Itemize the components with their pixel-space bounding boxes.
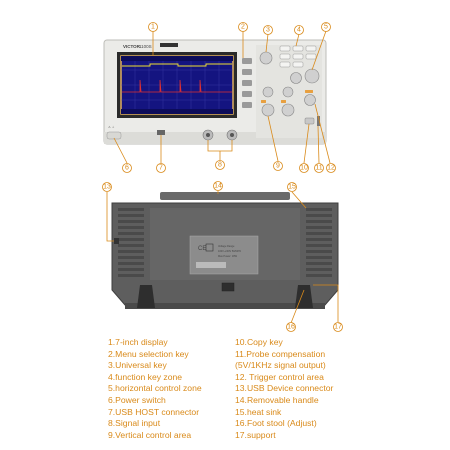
model-label: 1100S xyxy=(139,44,152,49)
power-socket xyxy=(221,282,235,292)
horizontal-scale-knob[interactable] xyxy=(304,68,320,84)
ch2-position-knob[interactable] xyxy=(282,86,294,98)
probe-compensation-terminal xyxy=(317,116,320,126)
callout-15: 15 xyxy=(288,184,296,191)
menu-key[interactable] xyxy=(242,80,252,86)
ch2-scale-knob[interactable] xyxy=(281,103,295,117)
usb-device-connector xyxy=(114,238,119,244)
foot-stool-left xyxy=(137,285,155,308)
function-key[interactable] xyxy=(279,61,291,68)
callout-1: 1 xyxy=(151,24,155,31)
function-key[interactable] xyxy=(279,53,291,60)
legend-item: 4.function key zone xyxy=(108,371,183,382)
back-callouts: 13 14 15 16 17 xyxy=(102,181,343,332)
function-key[interactable] xyxy=(292,45,304,52)
legend-item: (5V/1KHz signal output) xyxy=(235,360,326,371)
back-max-power: Max Power: 18W xyxy=(218,255,238,258)
menu-key[interactable] xyxy=(242,58,252,64)
callout-2: 2 xyxy=(241,24,245,31)
legend-item: 13.USB Device connector xyxy=(235,383,334,394)
waveform-ch1 xyxy=(122,63,232,67)
foot-stool-right xyxy=(295,285,313,308)
legend-item: 16.Foot stool (Adjust) xyxy=(235,418,317,429)
legend-right: 10.Copy key 11.Probe compensation (5V/1K… xyxy=(235,337,333,441)
callout-13: 13 xyxy=(103,184,111,191)
removable-handle xyxy=(160,192,290,200)
legend-item: 10.Copy key xyxy=(235,337,283,347)
legend-item: 1.7-inch display xyxy=(108,337,168,347)
svg-text:CE: CE xyxy=(198,246,206,252)
menu-key[interactable] xyxy=(242,69,252,75)
legend-item: 8.Signal input xyxy=(108,418,161,429)
menu-key[interactable] xyxy=(242,91,252,97)
legend-item: 7.USB HOST connector xyxy=(108,406,200,417)
callout-9: 9 xyxy=(276,163,280,170)
universal-knob[interactable] xyxy=(259,51,273,65)
front-view: VICTOR 1100S xyxy=(103,39,327,145)
legend-item: 3.Universal key xyxy=(108,360,167,371)
copy-key[interactable] xyxy=(304,117,315,125)
svg-text:⚠ ⊥: ⚠ ⊥ xyxy=(108,125,115,129)
back-voltage-title: Voltage Range xyxy=(218,245,235,248)
ch1-scale-knob[interactable] xyxy=(261,103,275,117)
horizontal-position-knob[interactable] xyxy=(290,72,302,84)
power-switch[interactable] xyxy=(106,131,122,140)
menu-key[interactable] xyxy=(242,102,252,108)
back-voltage-range: 100V~240V 50/60Hz xyxy=(218,250,242,253)
legend-item: 9.Vertical control area xyxy=(108,429,192,440)
function-key[interactable] xyxy=(305,45,317,52)
callout-14: 14 xyxy=(214,183,222,190)
front-leaders xyxy=(113,30,331,164)
function-key[interactable] xyxy=(279,45,291,52)
menu-keys xyxy=(242,58,252,108)
callout-6: 6 xyxy=(125,165,129,172)
callout-12: 12 xyxy=(327,165,335,172)
function-key[interactable] xyxy=(292,53,304,60)
callout-4: 4 xyxy=(297,27,301,34)
legend-left: 1.7-inch display 2.Menu selection key 3.… xyxy=(108,337,202,441)
back-leaders xyxy=(106,191,339,324)
usb-host-port xyxy=(157,130,165,135)
callout-17: 17 xyxy=(334,324,342,331)
waveform-ch2 xyxy=(122,79,232,93)
legend-item: 11.Probe compensation xyxy=(235,348,326,359)
legend-item: 14.Removable handle xyxy=(235,394,319,405)
legend-item: 6.Power switch xyxy=(108,394,166,405)
callout-11: 11 xyxy=(315,165,322,172)
back-view: CE Voltage Range 100V~240V 50/60Hz Max P… xyxy=(111,192,339,309)
function-keys xyxy=(279,45,317,68)
trigger-level-knob[interactable] xyxy=(304,94,316,106)
legend-item: 15.heat sink xyxy=(235,406,282,417)
callout-7: 7 xyxy=(159,165,163,172)
callout-3: 3 xyxy=(266,27,270,34)
heat-sink-left xyxy=(118,208,144,277)
legend-item: 2.Menu selection key xyxy=(108,348,189,359)
callout-5: 5 xyxy=(324,24,328,31)
ch1-position-knob[interactable] xyxy=(262,86,274,98)
callout-10: 10 xyxy=(300,165,308,172)
callout-8: 8 xyxy=(218,162,222,169)
function-key[interactable] xyxy=(292,61,304,68)
front-callouts: 1 2 3 4 5 6 7 8 9 10 11 12 xyxy=(122,22,336,173)
legend-item: 17.support xyxy=(235,429,276,440)
function-key[interactable] xyxy=(305,53,317,60)
brand-label: VICTOR xyxy=(123,44,141,49)
callout-16: 16 xyxy=(287,324,295,331)
legend-item: 12. Trigger control area xyxy=(235,371,324,382)
legend-item: 5.horizontal control zone xyxy=(108,383,202,394)
heat-sink-right xyxy=(306,208,332,277)
